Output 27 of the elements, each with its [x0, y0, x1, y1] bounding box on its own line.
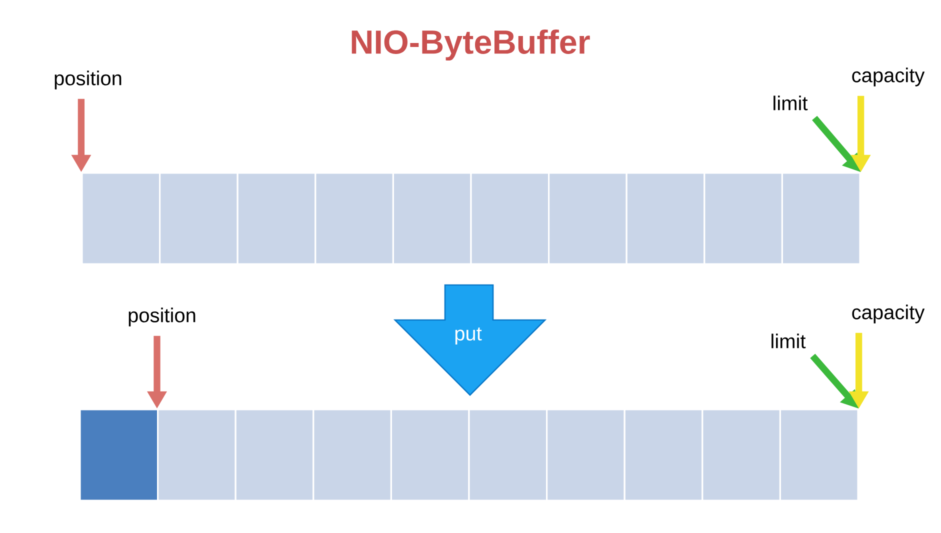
buffer-cell	[157, 408, 236, 502]
buffer-cell	[234, 408, 314, 502]
buffer-cell	[81, 172, 161, 265]
title: NIO-ByteBuffer	[352, 29, 590, 61]
pointer-label: capacity	[852, 68, 925, 86]
buffer-cell	[314, 172, 394, 265]
buffer-cell	[390, 408, 470, 502]
filled-buffer-cell	[79, 408, 159, 502]
buffer-cell	[548, 172, 628, 265]
buffer-cell	[781, 172, 861, 265]
buffer-cell	[546, 408, 626, 502]
buffer-cell	[468, 408, 548, 502]
buffer-cell	[704, 172, 783, 265]
buffer-cell	[159, 172, 238, 265]
buffer-cell	[470, 172, 550, 265]
buffer-cell	[626, 172, 706, 265]
buffer-cell	[392, 172, 472, 265]
pointer-label: capacity	[852, 304, 925, 324]
buffer-cell	[624, 408, 704, 502]
pointer-label: position	[128, 308, 196, 326]
buffer-cell	[702, 408, 781, 502]
buffer-cell	[312, 408, 392, 502]
buffer-cell	[779, 408, 859, 502]
pointer-label: limit	[772, 334, 806, 348]
pointer-label: limit	[774, 96, 808, 110]
buffer-cell	[236, 172, 316, 265]
pointer-label: position	[54, 70, 122, 90]
